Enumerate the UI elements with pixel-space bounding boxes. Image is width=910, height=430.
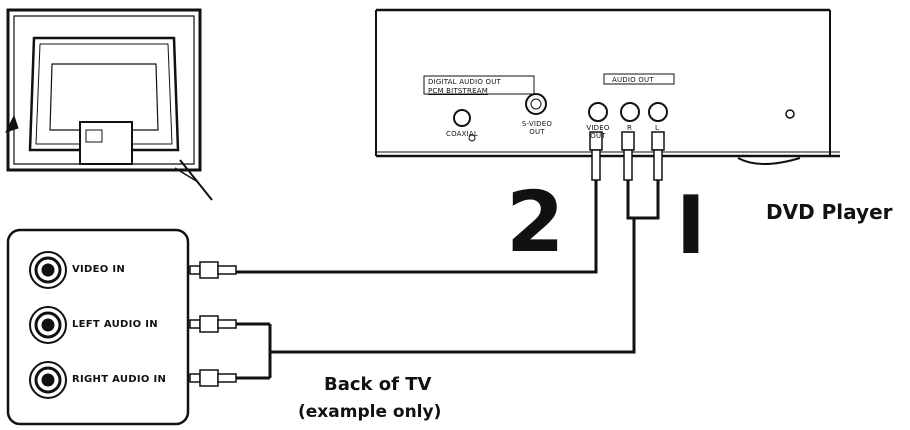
audio-cable-r: [626, 180, 644, 220]
step-number-1: I: [676, 179, 706, 272]
audio-out-label: AUDIO OUT: [612, 76, 654, 84]
audio-l-label: L: [655, 124, 660, 132]
example-only-caption: (example only): [298, 402, 442, 422]
video-in-jack: [29, 251, 67, 289]
tv-rear-illustration: [5, 8, 213, 201]
step-number-2: 2: [506, 173, 565, 271]
digital-audio-out-label: DIGITAL AUDIO OUT: [428, 78, 502, 86]
svideo-out-label: S-VIDEO OUT: [521, 120, 553, 136]
pcm-bitstream-label: PCM BITSTREAM: [428, 87, 488, 95]
audio-r-label: R: [627, 124, 633, 132]
cables: [236, 180, 660, 380]
left-audio-in-jack: [29, 306, 67, 344]
left-audio-in-label: LEFT AUDIO IN: [72, 319, 158, 330]
back-of-tv-caption: Back of TV: [324, 374, 432, 395]
tv-jack-panel: [6, 228, 190, 426]
video-in-label: VIDEO IN: [72, 264, 126, 275]
right-audio-in-jack: [29, 361, 67, 399]
video-out-label: VIDEO OUT: [586, 124, 610, 140]
audio-cable-trunk: [270, 216, 644, 354]
video-cable: [236, 180, 598, 274]
coaxial-label: COAXIAL: [446, 130, 479, 138]
audio-cable-l: [644, 180, 660, 220]
dvd-player-rear-panel: [375, 8, 840, 165]
tv-rca-plugs: [189, 261, 237, 387]
dvd-player-caption: DVD Player: [766, 200, 893, 224]
right-audio-in-label: RIGHT AUDIO IN: [72, 374, 167, 385]
